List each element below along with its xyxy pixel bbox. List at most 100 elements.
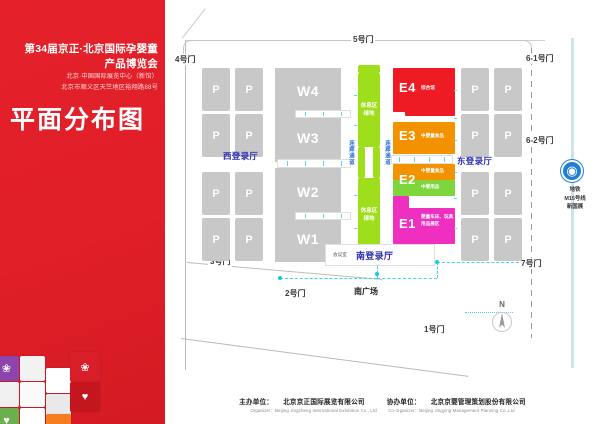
- green-link-left: [358, 147, 365, 178]
- parking-icon: P: [471, 233, 479, 246]
- path-node-south: [375, 272, 379, 276]
- hall-e1-neck: [393, 196, 409, 210]
- compass-needle-icon: [492, 312, 512, 332]
- south-plaza-label: 南广场: [354, 287, 378, 296]
- cube-face-8: ♡: [20, 408, 45, 424]
- gate-label-7[interactable]: 7号门: [519, 258, 544, 269]
- gate-label-1[interactable]: 1号门: [422, 324, 447, 335]
- parking-lot-5[interactable]: P: [202, 172, 230, 215]
- organizer-en: Organizer：Beijing Jingzheng Internationa…: [250, 408, 377, 413]
- hall-tick-2: [454, 118, 457, 119]
- hall-e3-label: E3: [399, 128, 416, 143]
- path-node-mid: [435, 260, 439, 264]
- parking-lot-4[interactable]: P: [235, 114, 263, 157]
- hall-w3-label: W3: [297, 130, 319, 146]
- metro-icon[interactable]: ◉: [561, 160, 583, 182]
- gate-label-6-2[interactable]: 6-2号门: [524, 135, 556, 146]
- parking-icon: P: [212, 233, 220, 246]
- parking-lot-2[interactable]: P: [235, 68, 263, 111]
- venue-line1: 北京·中国国际展览中心（新馆）: [66, 73, 158, 80]
- green-tick-1: [354, 95, 357, 96]
- gate-label-3[interactable]: 3号门: [208, 256, 233, 267]
- parking-lot-9[interactable]: P: [461, 68, 489, 111]
- metro-rail-line: [571, 38, 574, 368]
- hall-e1-sublabel-line1: 婴童车床、玩具: [421, 214, 454, 219]
- parking-lot-3[interactable]: P: [202, 114, 230, 157]
- hall-e4-tail: [405, 104, 455, 116]
- cube-face-1: [0, 382, 19, 407]
- coorganizer-cn-label: 协办单位：: [386, 399, 421, 406]
- east-registration-hall[interactable]: 东登录厅: [457, 156, 493, 166]
- cube-face-3: ❀: [0, 356, 19, 381]
- hall-e4-sublabel: 综合馆: [421, 85, 435, 90]
- gate-label-2[interactable]: 2号门: [283, 288, 308, 299]
- hall-e3[interactable]: [393, 122, 455, 154]
- cube-face-7: ♥: [0, 408, 19, 424]
- road-northeast-corner: [517, 40, 532, 52]
- parking-icon: P: [471, 129, 479, 142]
- parking-icon: P: [245, 233, 253, 246]
- parking-lot-11[interactable]: P: [461, 114, 489, 157]
- hall-tick-5: [454, 198, 457, 199]
- path-segment-5: [437, 262, 519, 263]
- gate-label-6-1[interactable]: 6-1号门: [524, 53, 556, 64]
- organizer-cn-name: 北京京正国际展览有限公司: [283, 399, 365, 406]
- cube-logo: ❀ ♥ ♡ ❀ ♥: [0, 352, 112, 424]
- south-registration-hall-box[interactable]: [325, 244, 435, 266]
- parking-lot-12[interactable]: P: [494, 114, 522, 157]
- organizer-cn-label: 主办单位：: [239, 399, 274, 406]
- hall-w2-label: W2: [297, 184, 319, 200]
- compass-north-label: N: [499, 300, 505, 309]
- expo-title: 第34届京正·北京国际孕婴童 产品博览会: [8, 42, 158, 72]
- green-tick-3: [354, 195, 357, 196]
- coorganizer-cn-name: 北京京婴管理策划股份有限公司: [430, 399, 526, 406]
- green-tick-4: [354, 228, 357, 229]
- gate-label-4[interactable]: 4号门: [173, 54, 198, 65]
- parking-lot-13[interactable]: P: [461, 172, 489, 215]
- parking-icon: P: [471, 83, 479, 96]
- parking-lot-14[interactable]: P: [494, 172, 522, 215]
- green-cap-north: [358, 65, 380, 73]
- parking-lot-15[interactable]: P: [461, 218, 489, 261]
- parking-lot-6[interactable]: P: [235, 172, 263, 215]
- hall-w4[interactable]: W4: [275, 68, 341, 114]
- coorganizer-en: Co-organizer：Beijing Jingying Management…: [388, 408, 515, 413]
- footer-organizers-en: Organizer：Beijing Jingzheng Internationa…: [165, 408, 600, 414]
- hall-w1-label: W1: [297, 231, 319, 247]
- hall-w3[interactable]: W3: [275, 114, 341, 162]
- hall-e1-sublabel-line2: 用品展区: [421, 221, 440, 226]
- green-tick-2: [354, 125, 357, 126]
- green-rest-area-north: 休息区绿地: [358, 73, 380, 147]
- hall-e2-lower[interactable]: [393, 180, 455, 196]
- parking-lot-10[interactable]: P: [494, 68, 522, 111]
- road-east: [531, 48, 532, 338]
- metro-label-line1: 地铁: [569, 187, 581, 193]
- hall-w2[interactable]: W2: [275, 168, 341, 216]
- hall-w4-label: W4: [297, 83, 319, 99]
- south-registration-hall[interactable]: 南登录厅: [356, 251, 394, 261]
- cube-face-4: [20, 356, 45, 381]
- path-node-west: [278, 276, 282, 280]
- cube-face-9: ❀: [70, 352, 100, 382]
- green-north-line1: 休息区: [360, 102, 378, 109]
- gate-label-5[interactable]: 5号门: [351, 34, 376, 45]
- road-north-corner: [183, 40, 197, 54]
- hall-e2-upper[interactable]: [393, 164, 455, 180]
- hall-connector-w2-w1: [295, 212, 351, 220]
- parking-lot-7[interactable]: P: [202, 218, 230, 261]
- green-south-line2: 绿地: [363, 216, 375, 222]
- parking-lot-16[interactable]: P: [494, 218, 522, 261]
- hall-tick-1: [454, 90, 457, 91]
- hall-e1-label: E1: [399, 216, 416, 231]
- parking-lot-8[interactable]: P: [235, 218, 263, 261]
- expo-venue: 北京·中国国际展览中心（新馆） 北京市顺义区天竺地区裕翔路88号: [8, 72, 158, 94]
- parking-lot-1[interactable]: P: [202, 68, 230, 111]
- west-registration-hall[interactable]: 西登录厅: [223, 151, 259, 161]
- hall-w1[interactable]: W1: [275, 216, 341, 262]
- green-north-line2: 绿地: [363, 111, 375, 117]
- green-rest-area-south: 休息区绿地: [358, 178, 380, 252]
- footer: 主办单位： 北京京正国际展览有限公司 协办单位： 北京京婴管理策划股份有限公司 Or…: [165, 396, 600, 414]
- hall-e2-sublabel-bottom: 中婴用品: [421, 184, 440, 189]
- parking-icon: P: [245, 83, 253, 96]
- hall-e1[interactable]: [393, 208, 455, 244]
